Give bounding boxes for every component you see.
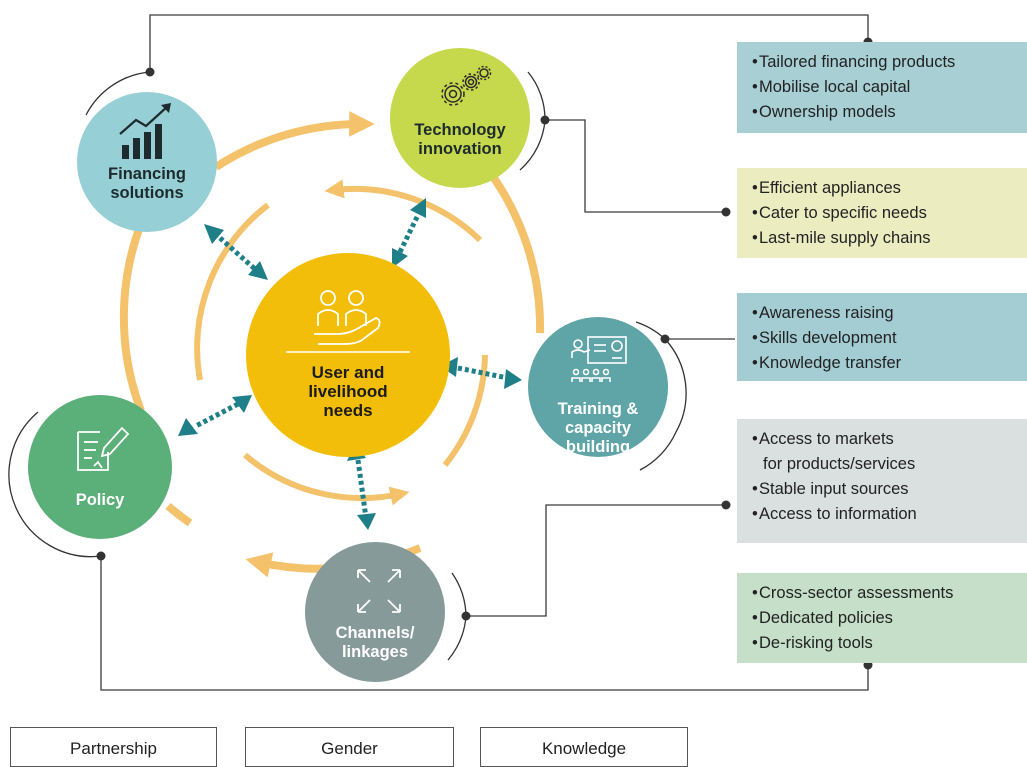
training-circle	[528, 317, 668, 457]
connector-financing	[149, 14, 869, 72]
list-item: Cross-sector assessments	[752, 581, 1021, 606]
inner-cycle-arrows	[194, 179, 488, 506]
arc-financing	[85, 71, 151, 116]
training-label: Training & capacity building	[557, 400, 639, 456]
connector-policy	[100, 556, 869, 691]
tag-gender: Gender	[245, 727, 454, 767]
channels-circle	[305, 542, 445, 682]
list-item: Access to information	[752, 502, 1021, 527]
tag-partnership: Partnership	[10, 727, 217, 767]
list-item: Awareness raising	[752, 301, 1021, 326]
policy-box: Cross-sector assessments Dedicated polic…	[737, 573, 1027, 663]
connector-lines	[100, 14, 869, 691]
training-box: Awareness raising Skills development Kno…	[737, 293, 1027, 381]
channels-label: Channels/ linkages	[335, 624, 415, 661]
arc-technology	[519, 71, 546, 171]
gears-icon	[441, 65, 492, 106]
teal-arrows	[194, 213, 509, 519]
teal-arrowheads	[178, 198, 522, 530]
list-item: De-risking tools	[752, 631, 1021, 656]
technology-circle	[390, 48, 530, 188]
arrows-expand-icon	[357, 569, 401, 613]
connector-channels	[466, 504, 726, 617]
list-item: Tailored financing products	[752, 50, 1021, 75]
outer-arc-top	[213, 111, 375, 171]
list-item: Last-mile supply chains	[752, 226, 1021, 251]
technology-box: Efficient appliances Cater to specific n…	[737, 168, 1027, 258]
list-item: Cater to specific needs	[752, 201, 1021, 226]
outer-arc-bottomleft	[165, 502, 193, 527]
inner-arc-bottom	[243, 452, 410, 506]
arc-channels	[447, 572, 467, 661]
presentation-icon	[571, 336, 627, 382]
outer-arc-right	[485, 168, 545, 334]
tag-knowledge: Knowledge	[480, 727, 688, 767]
document-pen-icon	[77, 426, 130, 471]
technology-label: Technology innovation	[414, 121, 506, 158]
circle-side-arcs	[8, 71, 687, 661]
list-item: Efficient appliances	[752, 176, 1021, 201]
financing-label: Financing solutions	[108, 165, 186, 202]
list-item: Stable input sources	[752, 477, 1021, 502]
list-item: Ownership models	[752, 100, 1021, 125]
connector-technology	[545, 119, 726, 213]
outer-arc-left	[119, 219, 146, 413]
list-item: Mobilise local capital	[752, 75, 1021, 100]
financing-circle	[77, 92, 217, 232]
list-item: Dedicated policies	[752, 606, 1021, 631]
inner-arc-top	[324, 179, 483, 243]
policy-circle	[28, 395, 172, 539]
inner-arc-right	[442, 354, 488, 467]
arc-training	[635, 321, 687, 471]
list-item: Knowledge transfer	[752, 351, 1021, 376]
growth-chart-icon	[119, 103, 171, 159]
people-hand-icon	[314, 290, 381, 345]
list-item: Skills development	[752, 326, 1021, 351]
user-label: User and livelihood needs	[308, 363, 388, 420]
arc-policy	[8, 411, 102, 558]
user-circle	[246, 253, 450, 457]
policy-label: Policy	[75, 491, 125, 509]
financing-box: Tailored financing products Mobilise loc…	[737, 42, 1027, 133]
outer-cycle-arrows	[119, 111, 545, 578]
inner-arc-left	[194, 202, 270, 381]
list-item-continuation: for products/services	[763, 455, 916, 473]
